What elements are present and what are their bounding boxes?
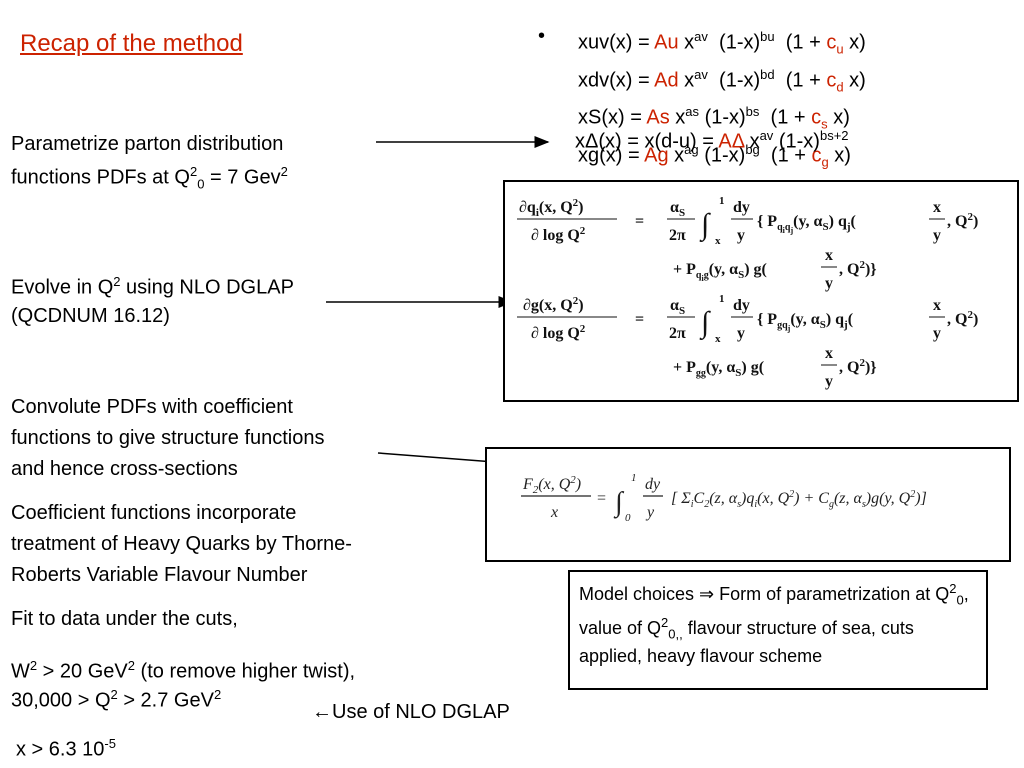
- pgq-term: { Pgqj(y, αS) qj(: [757, 311, 853, 333]
- svg-text:=: =: [597, 490, 606, 507]
- svg-text:2π: 2π: [669, 325, 686, 342]
- dq-numerator: ∂qi(x, Q2): [519, 197, 583, 219]
- svg-text:0: 0: [625, 512, 631, 524]
- svg-text:∫: ∫: [699, 306, 711, 341]
- svg-text:x: x: [933, 297, 941, 314]
- svg-text:, Q2)}: , Q2)}: [839, 259, 877, 278]
- step-coefficient-functions: Coefficient functions incorporate treatm…: [11, 502, 352, 586]
- pqq-term: { Pqiqj(y, αS) qj(: [757, 213, 856, 235]
- pdf-line-gluon: xg(x) = Ag xag (1-x)bg (1 + cg x): [578, 141, 851, 170]
- svg-text:x: x: [825, 247, 833, 264]
- cut-x: x > 6.3 10-5: [16, 736, 116, 761]
- svg-text:y: y: [933, 325, 941, 342]
- alpha-numerator: αS: [670, 199, 685, 219]
- dq-denominator: ∂ log Q2: [531, 225, 586, 244]
- f2-denominator: x: [550, 504, 558, 521]
- svg-text:, Q2): , Q2): [947, 309, 978, 328]
- svg-text:αS: αS: [670, 297, 685, 317]
- svg-text:, Q2): , Q2): [947, 211, 978, 230]
- svg-text:, Q2)}: , Q2)}: [839, 357, 877, 376]
- integral-sign: ∫: [699, 208, 711, 243]
- svg-text:y: y: [737, 325, 745, 342]
- structure-function-equation: F2(x, Q2) x = ∫ 1 0 dy y [ ΣiC2(z, αs)qi…: [521, 472, 927, 524]
- dglap-equations: ∂qi(x, Q2) ∂ log Q2 = αS 2π ∫ 1 x dy y {…: [517, 195, 978, 390]
- svg-text:1: 1: [719, 195, 725, 207]
- svg-text:y: y: [825, 373, 833, 390]
- svg-text:x: x: [825, 345, 833, 362]
- svg-text:1: 1: [631, 472, 637, 484]
- dg-denominator: ∂ log Q2: [531, 323, 586, 342]
- pdf-parametrization-list: • xuv(x) = Au xav (1-x)bu (1 + cu x) xdv…: [538, 24, 866, 175]
- svg-text:y: y: [933, 227, 941, 244]
- step-convolute: Convolute PDFs with coefficient function…: [11, 396, 325, 480]
- step-evolve: Evolve in Q2 using NLO DGLAP (QCDNUM 16.…: [11, 274, 294, 327]
- pdf-line-delta: xΔ(x) = x(d-u) = AΔ xav (1-x)bs+2: [575, 128, 849, 153]
- cut-q2: 30,000 > Q2 > 2.7 GeV2: [11, 687, 222, 712]
- model-choices-box: Model choices ⇒ Form of parametrization …: [568, 570, 988, 690]
- pdf-line-uv: xuv(x) = Au xav (1-x)bu (1 + cu x): [578, 29, 866, 57]
- svg-text:dy: dy: [645, 476, 661, 493]
- svg-text:x: x: [715, 333, 721, 345]
- svg-text:x: x: [933, 199, 941, 216]
- pqg-term: + Pqig(y, αS) g(: [673, 261, 767, 283]
- structure-function-box: F2(x, Q2) x = ∫ 1 0 dy y [ ΣiC2(z, αs)qi…: [485, 447, 1011, 562]
- svg-text:y: y: [825, 275, 833, 292]
- pdf-line-dv: xdv(x) = Ad xav (1-x)bd (1 + cd x): [578, 66, 866, 95]
- svg-text:y: y: [645, 504, 655, 521]
- svg-text:x: x: [715, 235, 721, 247]
- f2-body: [ ΣiC2(z, αs)qi(x, Q2) + Cg(z, αs)g(y, Q…: [671, 489, 927, 510]
- cut-w: W2 > 20 GeV2 (to remove higher twist),: [11, 658, 356, 683]
- pgg-term: + Pgg(y, αS) g(: [673, 359, 764, 379]
- svg-text:=: =: [635, 311, 644, 328]
- svg-text:dy: dy: [733, 199, 750, 216]
- nlo-note: ←Use of NLO DGLAP: [312, 701, 510, 723]
- step-fit: Fit to data under the cuts,: [11, 608, 238, 630]
- two-pi: 2π: [669, 227, 686, 244]
- equals-sign: =: [635, 213, 644, 230]
- svg-text:dy: dy: [733, 297, 750, 314]
- svg-text:y: y: [737, 227, 745, 244]
- step-parametrize: Parametrize parton distribution function…: [11, 133, 288, 192]
- svg-text:1: 1: [719, 293, 725, 305]
- dglap-equations-box: ∂qi(x, Q2) ∂ log Q2 = αS 2π ∫ 1 x dy y {…: [503, 180, 1019, 402]
- f2-numerator: F2(x, Q2): [522, 474, 581, 496]
- pdf-line-sea: xS(x) = As xas (1-x)bs (1 + cs x): [578, 104, 850, 132]
- dg-numerator: ∂g(x, Q2): [523, 295, 584, 314]
- f2-integral-sign: ∫: [613, 487, 625, 519]
- slide-title: Recap of the method: [20, 30, 243, 57]
- bullet-icon: •: [538, 25, 546, 47]
